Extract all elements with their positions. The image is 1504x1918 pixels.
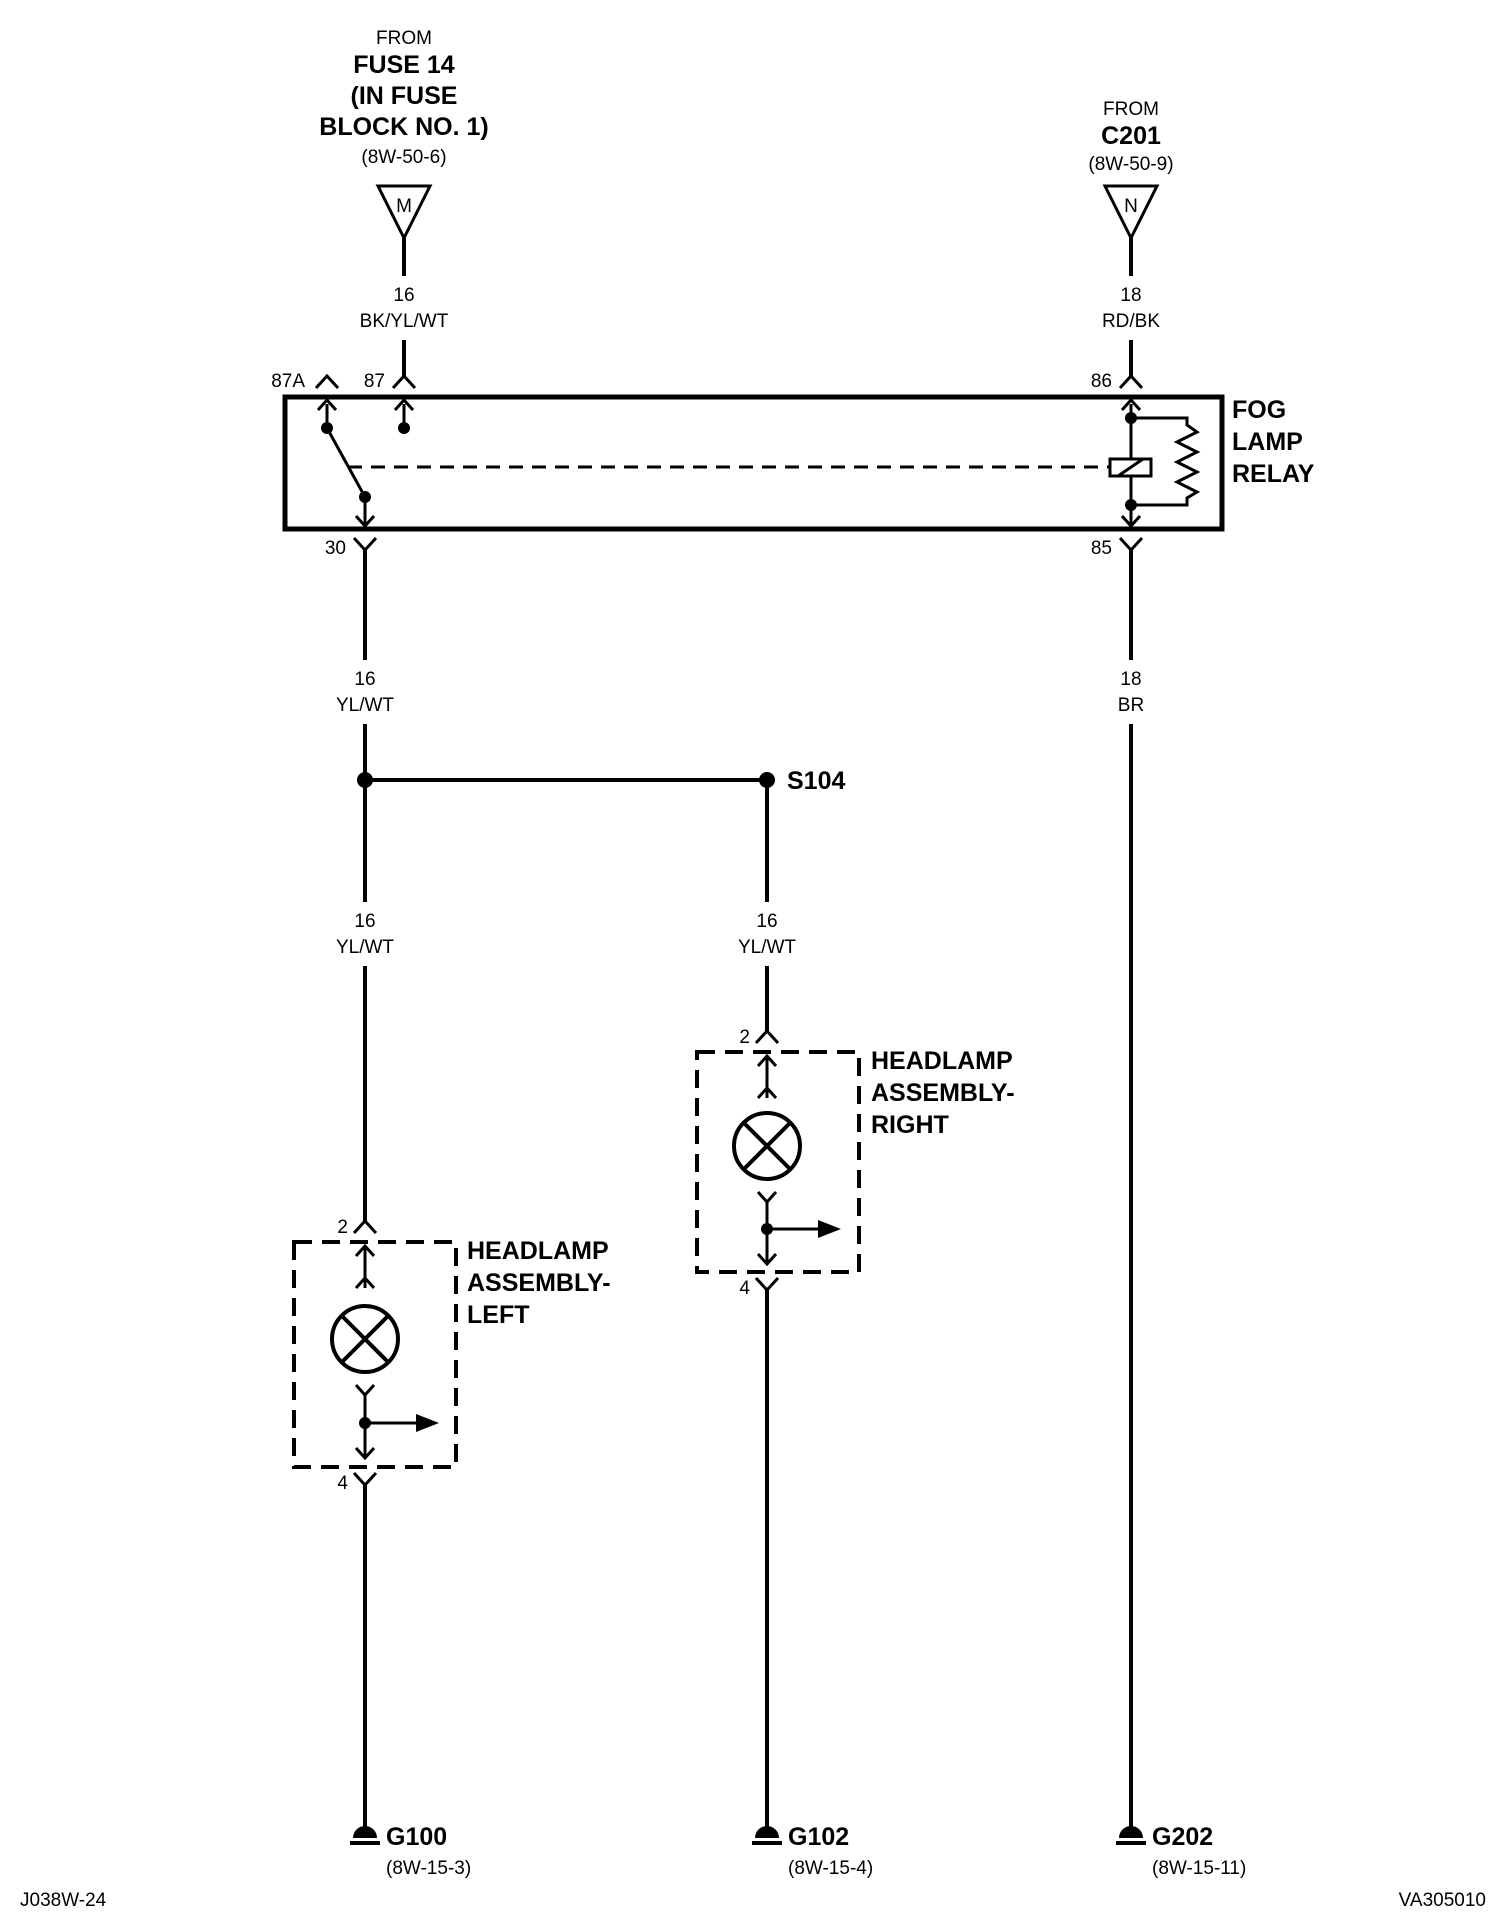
relay-name-line3: RELAY — [1232, 460, 1315, 488]
ground-g202-icon — [1119, 1826, 1143, 1838]
pin-86-chevron — [1118, 373, 1144, 390]
wire-30-gauge: 16 — [354, 669, 375, 690]
pin-85-chevron — [1118, 536, 1144, 553]
connector-n-triangle — [1102, 184, 1160, 242]
wire-85-color: BR — [1118, 695, 1144, 716]
headlamp-right-pin4-chevron — [754, 1276, 780, 1293]
relay-name-line1: FOG — [1232, 396, 1286, 424]
footer-right-code: VA305010 — [1399, 1890, 1486, 1911]
wire-86-color: RD/BK — [1102, 311, 1160, 332]
c201-source: FROM C201 (8W-50-9) N — [1088, 99, 1174, 242]
headlamp-right-box — [695, 1050, 861, 1274]
pin-87-chevron — [391, 373, 417, 390]
pin-30-chevron — [352, 536, 378, 553]
headlamp-right-pin2-chevron — [754, 1028, 780, 1045]
pin-87a-label: 87A — [271, 371, 305, 392]
headlamp-right-name-line3: RIGHT — [871, 1111, 949, 1139]
c201-from-label: FROM — [1103, 99, 1159, 120]
wire-87-gauge: 16 — [393, 285, 414, 306]
headlamp-right-name-line2: ASSEMBLY- — [871, 1079, 1015, 1107]
headlamp-assembly-left: 2 4 HEADLAMP ASSEMBLY- LEFT — [292, 1217, 611, 1494]
headlamp-left-pin2-label: 2 — [337, 1217, 348, 1238]
splice-s104: S104 — [357, 767, 845, 795]
headlamp-left-box — [292, 1240, 458, 1469]
ground-g100-ref: (8W-15-3) — [386, 1858, 471, 1879]
wire-30-color: YL/WT — [336, 695, 394, 716]
ground-g100-label: G100 — [386, 1823, 447, 1851]
wire-right-gauge: 16 — [756, 911, 777, 932]
headlamp-right-lower-arrow — [756, 1190, 778, 1205]
pin-87a-chevron — [314, 373, 340, 390]
relay-85-arrow — [1120, 514, 1142, 529]
fuse-source-ref: (8W-50-6) — [361, 147, 446, 168]
fuse-source-name: FUSE 14 — [353, 51, 455, 79]
wire-85-gauge: 18 — [1120, 669, 1141, 690]
pin-85-label: 85 — [1091, 538, 1112, 559]
fuse-source-line3: BLOCK NO. 1) — [319, 113, 488, 141]
headlamp-left-name-line1: HEADLAMP — [467, 1237, 609, 1265]
pin-87-label: 87 — [364, 371, 385, 392]
relay-box — [282, 394, 1225, 532]
headlamp-right-bulb-icon — [732, 1111, 802, 1181]
ground-g202: G202 (8W-15-11) — [1116, 1823, 1246, 1879]
headlamp-right-pin2-label: 2 — [739, 1027, 750, 1048]
wire-87-color: BK/YL/WT — [360, 311, 449, 332]
splice-label: S104 — [787, 767, 845, 795]
fog-lamp-relay: 87A 87 86 30 85 FOG LAMP RELAY — [271, 371, 1315, 559]
ground-g100-icon — [353, 1826, 377, 1838]
connector-m-label: M — [396, 196, 412, 217]
headlamp-right-upper-arrow2 — [756, 1085, 778, 1100]
relay-87-arrow — [393, 397, 415, 412]
headlamp-left-upper-arrow — [354, 1243, 376, 1258]
ground-g100: G100 (8W-15-3) — [350, 1823, 471, 1879]
relay-suppression-resistor — [1131, 416, 1201, 507]
headlamp-left-pin2-chevron — [352, 1218, 378, 1235]
headlamp-right-name-line1: HEADLAMP — [871, 1047, 1013, 1075]
c201-ref: (8W-50-9) — [1088, 154, 1173, 175]
connector-m-triangle — [375, 184, 433, 242]
headlamp-left-pin4-arrow-in — [354, 1446, 376, 1461]
relay-87-contact — [398, 422, 410, 434]
ground-g102-label: G102 — [788, 1823, 849, 1851]
headlamp-left-bulb-icon — [330, 1304, 400, 1374]
wire-left-color: YL/WT — [336, 937, 394, 958]
pin-30-label: 30 — [325, 538, 346, 559]
connector-n-label: N — [1124, 196, 1138, 217]
headlamp-right-pin4-label: 4 — [739, 1278, 750, 1299]
ground-g202-label: G202 — [1152, 1823, 1213, 1851]
c201-name: C201 — [1101, 122, 1161, 150]
headlamp-right-pin4-arrow-in — [756, 1252, 778, 1267]
headlamp-left-pin4-chevron — [352, 1471, 378, 1488]
fuse-source-line2: (IN FUSE — [351, 82, 458, 110]
ground-g202-ref: (8W-15-11) — [1152, 1858, 1246, 1879]
fuse-14-source: FROM FUSE 14 (IN FUSE BLOCK NO. 1) (8W-5… — [319, 28, 489, 242]
wire-left-gauge: 16 — [354, 911, 375, 932]
headlamp-right-case-ground-arrow — [818, 1220, 841, 1238]
ground-g102: G102 (8W-15-4) — [752, 1823, 873, 1879]
headlamp-left-name-line3: LEFT — [467, 1301, 530, 1329]
wire-86-gauge: 18 — [1120, 285, 1141, 306]
headlamp-left-name-line2: ASSEMBLY- — [467, 1269, 611, 1297]
relay-87a-arrow — [316, 397, 338, 412]
headlamp-left-pin4-label: 4 — [337, 1473, 348, 1494]
headlamp-assembly-right: 2 4 HEADLAMP ASSEMBLY- RIGHT — [695, 1027, 1015, 1299]
footer-left-code: J038W-24 — [20, 1890, 107, 1911]
fuse-source-from-label: FROM — [376, 28, 432, 49]
pin-86-label: 86 — [1091, 371, 1112, 392]
ground-g102-icon — [755, 1826, 779, 1838]
relay-86-arrow — [1120, 397, 1142, 412]
headlamp-left-upper-arrow2 — [354, 1275, 376, 1290]
relay-switch-arm — [325, 427, 367, 498]
relay-name-line2: LAMP — [1232, 428, 1303, 456]
relay-30-arrow — [354, 514, 376, 529]
headlamp-left-case-ground-arrow — [416, 1414, 439, 1432]
headlamp-left-lower-arrow — [354, 1383, 376, 1398]
ground-g102-ref: (8W-15-4) — [788, 1858, 873, 1879]
relay-coil-slash — [1117, 457, 1144, 478]
wire-right-color: YL/WT — [738, 937, 796, 958]
headlamp-right-upper-arrow — [756, 1053, 778, 1068]
